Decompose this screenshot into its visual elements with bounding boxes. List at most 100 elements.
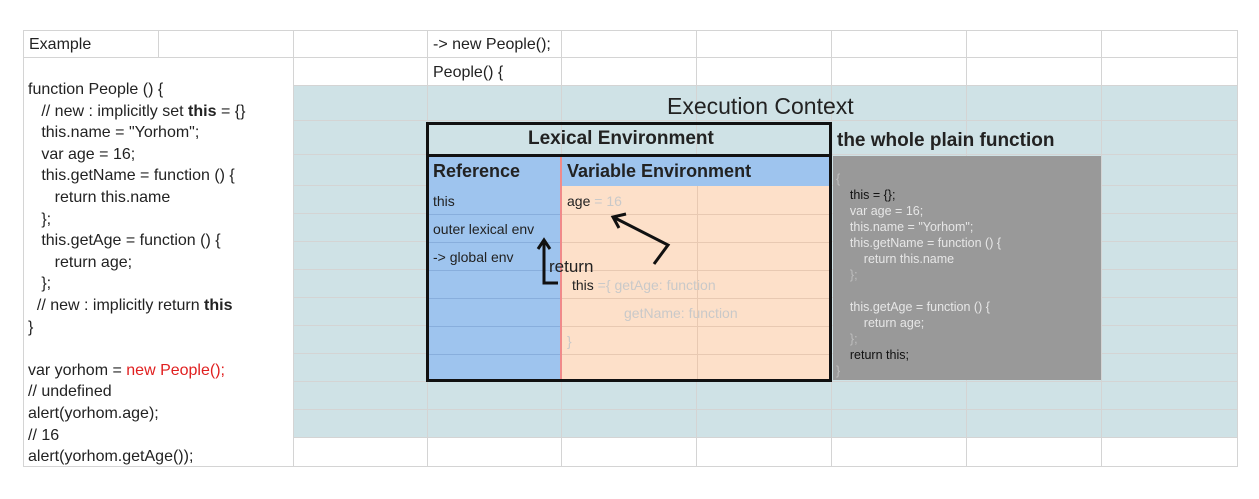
grid-cell[interactable] bbox=[1102, 326, 1238, 354]
grid-cell[interactable] bbox=[967, 438, 1102, 467]
grid-line bbox=[428, 270, 561, 271]
grid-cell[interactable] bbox=[294, 298, 428, 326]
variable-age[interactable]: age = 16 bbox=[567, 193, 622, 209]
grid-cell[interactable] bbox=[697, 30, 832, 58]
grid-cell[interactable] bbox=[428, 438, 562, 467]
grid-cell[interactable] bbox=[1102, 298, 1238, 326]
code-line: }; bbox=[28, 275, 52, 293]
grid-cell[interactable] bbox=[294, 410, 428, 438]
grid-cell[interactable] bbox=[294, 354, 428, 382]
grid-cell[interactable] bbox=[832, 30, 967, 58]
grid-cell[interactable] bbox=[697, 382, 832, 410]
lexical-environment-box bbox=[426, 154, 832, 382]
code-line: return age; bbox=[28, 253, 133, 271]
grid-cell[interactable] bbox=[832, 121, 967, 155]
grid-cell[interactable] bbox=[967, 410, 1102, 438]
execution-context-title: Execution Context bbox=[667, 93, 854, 119]
grid-cell[interactable] bbox=[832, 58, 967, 86]
grid-cell[interactable] bbox=[697, 86, 832, 121]
grid-cell[interactable] bbox=[562, 410, 697, 438]
grid-cell[interactable] bbox=[428, 410, 562, 438]
grid-cell[interactable] bbox=[1102, 121, 1238, 155]
grid-cell[interactable] bbox=[294, 214, 428, 242]
grid-cell[interactable] bbox=[1102, 30, 1238, 58]
grid-cell[interactable] bbox=[562, 58, 697, 86]
grid-cell[interactable] bbox=[697, 410, 832, 438]
reference-header: Reference bbox=[433, 161, 521, 181]
grid-line bbox=[561, 242, 831, 243]
grid-cell[interactable] bbox=[23, 30, 159, 58]
grid-cell[interactable] bbox=[1102, 410, 1238, 438]
variable-getname[interactable]: getName: function bbox=[624, 305, 738, 321]
grid-cell[interactable] bbox=[832, 410, 967, 438]
grid-cell[interactable] bbox=[1102, 214, 1238, 242]
merged-code-cell[interactable] bbox=[23, 58, 294, 467]
grid-cell[interactable] bbox=[697, 121, 832, 155]
grid-cell[interactable] bbox=[294, 30, 428, 58]
grid-cell[interactable] bbox=[562, 30, 697, 58]
variable-this[interactable]: this ={ getAge: function bbox=[572, 277, 716, 293]
grid-cell[interactable] bbox=[832, 382, 967, 410]
grid-cell[interactable] bbox=[294, 186, 428, 214]
cell-a1-example[interactable]: Example bbox=[29, 36, 92, 53]
reference-global-env[interactable]: -> global env bbox=[433, 249, 514, 265]
spreadsheet-grid bbox=[23, 30, 1238, 467]
grid-cell[interactable] bbox=[428, 121, 562, 155]
cell-d2-people-fn[interactable]: People() { bbox=[433, 64, 504, 81]
grid-cell[interactable] bbox=[1102, 186, 1238, 214]
grid-cell[interactable] bbox=[562, 382, 697, 410]
grid-cell[interactable] bbox=[1102, 58, 1238, 86]
grid-line bbox=[561, 326, 831, 327]
grid-cell[interactable] bbox=[967, 86, 1102, 121]
grid-cell[interactable] bbox=[294, 155, 428, 186]
grid-cell[interactable] bbox=[294, 438, 428, 467]
grid-line bbox=[561, 298, 831, 299]
grid-cell[interactable] bbox=[697, 58, 832, 86]
grid-cell[interactable] bbox=[428, 58, 562, 86]
grid-cell[interactable] bbox=[294, 242, 428, 270]
grid-cell[interactable] bbox=[1102, 382, 1238, 410]
grid-cell[interactable] bbox=[832, 438, 967, 467]
grid-cell[interactable] bbox=[562, 438, 697, 467]
grid-line bbox=[697, 186, 698, 380]
grid-cell[interactable] bbox=[967, 382, 1102, 410]
grid-cell[interactable] bbox=[294, 121, 428, 155]
grid-cell[interactable] bbox=[159, 30, 294, 58]
grid-cell[interactable] bbox=[294, 326, 428, 354]
cell-d1-new-people[interactable]: -> new People(); bbox=[433, 36, 551, 53]
variable-getage: getAge: function bbox=[614, 277, 716, 293]
grid-cell[interactable] bbox=[832, 86, 967, 121]
code-text: var yorhom = bbox=[28, 361, 127, 379]
grid-cell[interactable] bbox=[428, 86, 562, 121]
grid-cell[interactable] bbox=[294, 382, 428, 410]
plain-line: this = {}; bbox=[836, 188, 896, 202]
age-arrow-icon bbox=[610, 212, 671, 265]
return-arrow-icon bbox=[536, 237, 558, 285]
grid-cell[interactable] bbox=[1102, 242, 1238, 270]
grid-cell[interactable] bbox=[428, 382, 562, 410]
grid-cell[interactable] bbox=[1102, 354, 1238, 382]
grid-line bbox=[428, 214, 561, 215]
grid-cell[interactable] bbox=[1102, 270, 1238, 298]
grid-cell[interactable] bbox=[428, 30, 562, 58]
reference-outer-env[interactable]: outer lexical env bbox=[433, 221, 535, 237]
grid-cell[interactable] bbox=[294, 270, 428, 298]
grid-cell[interactable] bbox=[1102, 155, 1238, 186]
grid-cell[interactable] bbox=[294, 58, 428, 86]
grid-cell[interactable] bbox=[562, 86, 697, 121]
code-text: // new : implicitly return bbox=[28, 297, 205, 314]
plain-line: var age = 16; bbox=[836, 204, 924, 218]
grid-cell[interactable] bbox=[294, 86, 428, 121]
variable-age-value: = 16 bbox=[590, 193, 622, 209]
grid-cell[interactable] bbox=[1102, 438, 1238, 467]
grid-cell[interactable] bbox=[967, 30, 1102, 58]
grid-cell[interactable] bbox=[967, 121, 1102, 155]
grid-line bbox=[428, 242, 561, 243]
grid-cell[interactable] bbox=[697, 438, 832, 467]
code-line: var age = 16; bbox=[28, 145, 136, 163]
reference-this[interactable]: this bbox=[433, 193, 455, 209]
grid-cell[interactable] bbox=[1102, 86, 1238, 121]
grid-cell[interactable] bbox=[967, 58, 1102, 86]
grid-cell[interactable] bbox=[562, 121, 697, 155]
variable-header-bg bbox=[561, 156, 831, 186]
